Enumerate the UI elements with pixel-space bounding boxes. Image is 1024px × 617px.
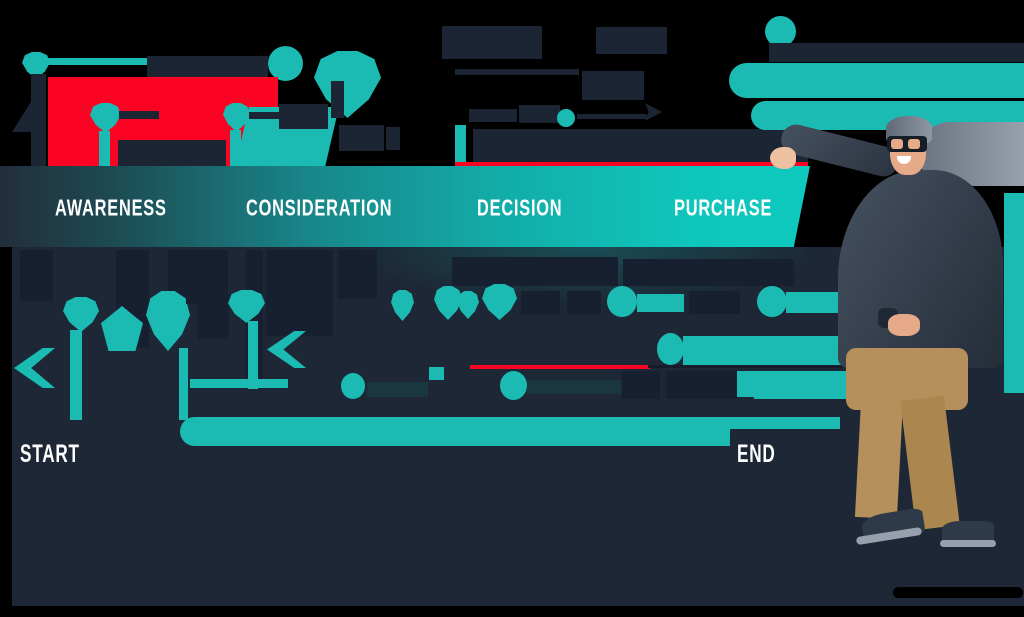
presenter-hand-pointing [770, 147, 796, 169]
placeholder-bar [469, 109, 517, 122]
red-accent-line [455, 162, 808, 166]
placeholder-bar [168, 250, 228, 297]
pin-tail [70, 330, 82, 420]
placeholder-bar [567, 291, 601, 315]
pin-tail [230, 130, 241, 167]
placeholder-bar [622, 371, 660, 399]
red-accent-line [470, 365, 650, 369]
end-label: END [737, 439, 776, 468]
placeholder-bar-wide [473, 129, 808, 167]
end-label-box [730, 429, 843, 475]
start-label: START [20, 439, 80, 468]
pin-tail [179, 348, 188, 420]
dark-accent-line [648, 365, 843, 368]
placeholder-bar [582, 71, 644, 100]
placeholder-bar [769, 43, 1024, 62]
edge-teal-strip [1004, 193, 1024, 393]
placeholder-bar [266, 250, 333, 336]
pin-tail [99, 131, 110, 167]
circle-marker-icon [607, 286, 637, 317]
placeholder-bar [338, 250, 377, 299]
dot-marker-icon [557, 109, 575, 127]
glasses-lens [891, 139, 903, 149]
placeholder-bar [519, 105, 560, 123]
placeholder-box [198, 295, 229, 339]
presenter-leg [854, 398, 904, 520]
attribution-bar [893, 587, 1023, 598]
placeholder-bar [118, 140, 226, 167]
placeholder-bar [279, 104, 328, 129]
placeholder-line [119, 111, 159, 119]
flag-pennant [12, 100, 32, 132]
pin-tail [248, 321, 258, 389]
teal-bit [737, 371, 754, 397]
stage-label-consideration: CONSIDERATION [246, 195, 393, 222]
teal-pole [455, 125, 466, 167]
placeholder-bar [147, 56, 268, 78]
presenter-torso [838, 170, 1003, 368]
stage-label-awareness: AWARENESS [55, 195, 167, 222]
arrow-right-icon [645, 103, 662, 121]
presenter-smile [897, 156, 911, 164]
placeholder-bar [442, 26, 542, 59]
shoe-sole [940, 540, 996, 547]
circle-marker-icon [268, 46, 303, 81]
placeholder-bar [666, 371, 738, 399]
glasses-lens [908, 139, 920, 149]
presenter-hand-hip [888, 314, 920, 336]
placeholder-bar [339, 125, 384, 151]
placeholder-bar [20, 250, 53, 301]
stage-label-purchase: PURCHASE [674, 195, 773, 222]
teal-line [190, 379, 288, 388]
map-pin-icon [391, 290, 414, 321]
journey-stage-band [0, 166, 810, 247]
circle-marker-icon [500, 371, 527, 400]
placeholder-line [249, 112, 280, 119]
placeholder-bar [596, 27, 667, 54]
arrow-shaft [577, 114, 647, 119]
placeholder-bar [367, 382, 428, 397]
circle-marker-icon [765, 16, 796, 47]
placeholder-line [455, 69, 579, 75]
map-pin-icon [457, 291, 479, 319]
placeholder-line [186, 297, 200, 304]
dot-marker-icon [341, 373, 365, 399]
flag-pole [31, 74, 46, 168]
connector-line [45, 58, 148, 65]
teal-bar [637, 294, 684, 312]
teal-swoosh [729, 63, 1024, 98]
teal-bit [429, 367, 444, 380]
stage-label-decision: DECISION [477, 195, 563, 222]
pin-slot [331, 81, 344, 118]
placeholder-bar [521, 291, 560, 315]
placeholder-bar [386, 127, 400, 150]
circle-marker-icon [657, 333, 684, 365]
circle-marker-icon [757, 286, 787, 317]
placeholder-bar [623, 259, 794, 286]
placeholder-bar [527, 380, 621, 394]
presenter-shoe [942, 521, 994, 544]
placeholder-bar [689, 291, 740, 314]
placeholder-bar [452, 257, 618, 286]
